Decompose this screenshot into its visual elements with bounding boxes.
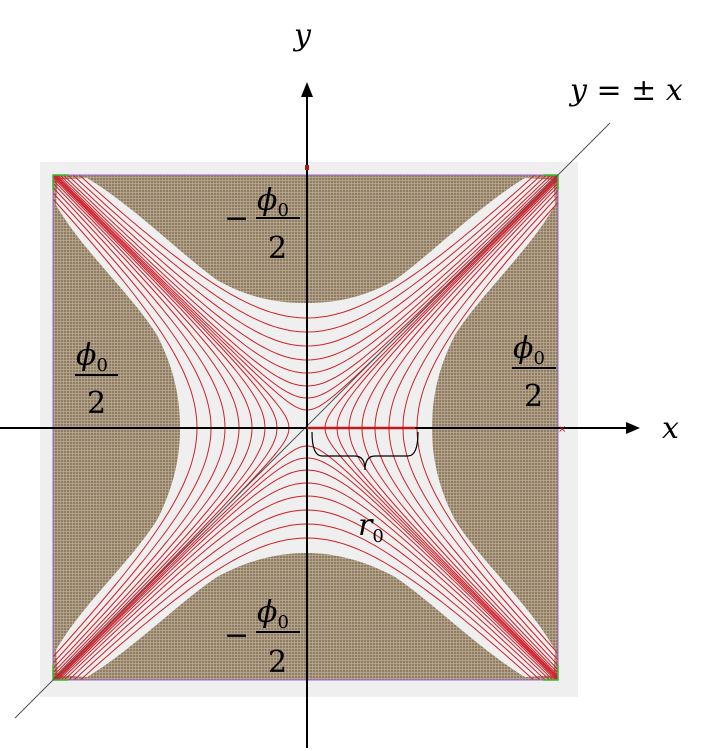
phi-symbol: ϕ0	[513, 331, 545, 369]
diagonal-label: y = ± x	[568, 73, 683, 108]
phi-symbol: ϕ0	[257, 183, 289, 221]
y-axis-arrow	[301, 82, 313, 97]
minus-sign: −	[224, 618, 249, 653]
diagonal-line	[14, 122, 611, 719]
x-axis-arrow	[626, 422, 640, 434]
denominator: 2	[268, 645, 287, 680]
phi-symbol: ϕ0	[257, 595, 289, 633]
y-axis-label: y	[292, 18, 312, 53]
label-top-potential: − ϕ0 2	[224, 183, 300, 266]
marker-right: ×	[558, 424, 566, 435]
marker-top	[305, 165, 309, 170]
x-axis-label: x	[662, 411, 679, 446]
electrode-top	[53, 175, 558, 303]
denominator: 2	[87, 386, 106, 421]
label-left-potential: ϕ0 2	[75, 338, 118, 421]
label-bottom-potential: − ϕ0 2	[224, 595, 300, 680]
phi-symbol: ϕ0	[76, 338, 108, 376]
label-right-potential: ϕ0 2	[512, 331, 556, 414]
r0-label: r0	[358, 508, 384, 547]
minus-sign: −	[224, 201, 249, 236]
r0-brace	[311, 431, 419, 471]
denominator: 2	[268, 231, 287, 266]
electrode-bottom	[53, 553, 558, 680]
denominator: 2	[524, 379, 543, 414]
